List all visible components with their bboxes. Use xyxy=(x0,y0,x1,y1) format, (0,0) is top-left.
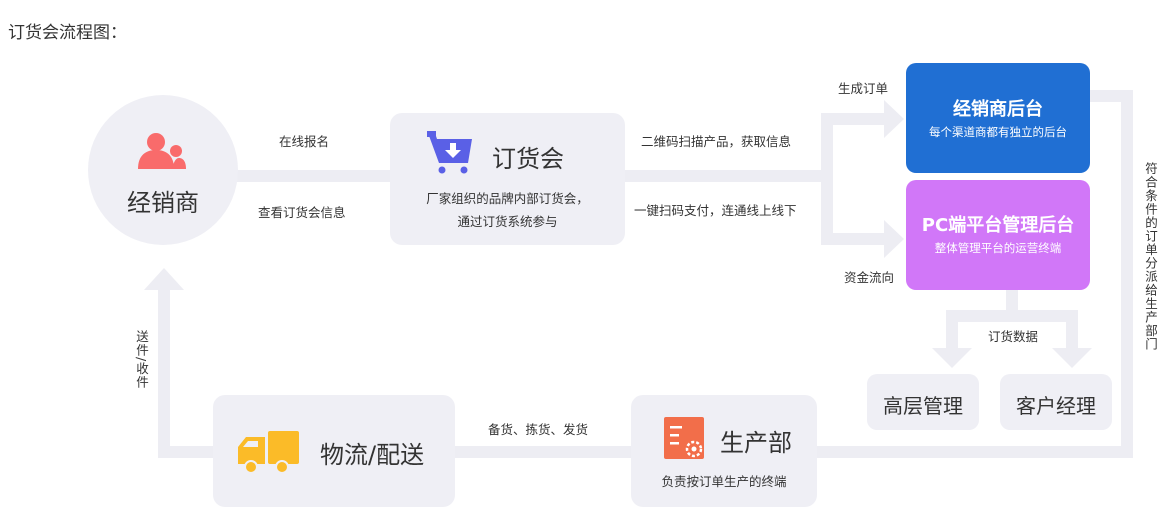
edge-label-online-signup: 在线报名 xyxy=(279,134,330,149)
node-senior-mgmt[interactable]: 高层管理 xyxy=(867,374,979,430)
node-production[interactable]: 生产部 负责按订单生产的终端 xyxy=(631,395,817,507)
node-production-label: 生产部 xyxy=(720,429,792,457)
node-logistics[interactable]: 物流/配送 xyxy=(213,395,455,507)
users-icon xyxy=(138,133,186,169)
connector-split-vertical xyxy=(821,113,833,245)
edge-label-send-receive: 送件/收件 xyxy=(134,330,149,390)
arrow-to-dealer xyxy=(144,268,184,290)
edge-label-order-data: 订货数据 xyxy=(988,329,1039,344)
edge-label-generate-order: 生成订单 xyxy=(838,81,889,96)
connector-bottom-branch xyxy=(821,233,886,245)
arrow-to-pc-backend xyxy=(884,220,904,258)
node-dealer-label: 经销商 xyxy=(127,189,199,217)
connector-orderfair-split xyxy=(620,170,825,182)
node-logistics-label: 物流/配送 xyxy=(320,441,425,469)
node-pc-backend-desc: 整体管理平台的运营终端 xyxy=(934,241,1062,255)
edge-label-view-info: 查看订货会信息 xyxy=(258,205,346,220)
connector-right-vertical xyxy=(1121,90,1133,458)
node-account-manager-label: 客户经理 xyxy=(1016,394,1096,418)
edge-label-fund-flow: 资金流向 xyxy=(844,270,895,285)
node-dealer-backend-label: 经销商后台 xyxy=(953,99,1043,120)
connector-top-branch xyxy=(821,113,886,125)
connector-data-split xyxy=(946,310,1078,322)
node-dealer-backend[interactable]: 经销商后台 每个渠道商都有独立的后台 xyxy=(906,63,1090,173)
edge-label-scan-pay: 一键扫码支付，连通线上线下 xyxy=(634,203,797,218)
truck-icon xyxy=(238,431,299,474)
arrow-to-senior-mgmt xyxy=(932,348,972,368)
node-order-fair-desc-2: 通过订货系统参与 xyxy=(457,214,558,229)
node-senior-mgmt-label: 高层管理 xyxy=(883,394,963,418)
node-dealer[interactable]: 经销商 xyxy=(88,95,238,245)
cart-download-icon xyxy=(427,131,472,174)
node-dealer-backend-desc: 每个渠道商都有独立的后台 xyxy=(929,125,1067,139)
node-order-fair-desc-1: 厂家组织的品牌内部订货会， xyxy=(426,191,589,206)
connector-data-right xyxy=(1066,310,1078,350)
edge-label-scan-product: 二维码扫描产品，获取信息 xyxy=(641,134,792,149)
node-production-desc: 负责按订单生产的终端 xyxy=(661,474,787,489)
connector-bottom-to-production xyxy=(810,446,1133,458)
connector-dealer-orderfair xyxy=(230,170,395,182)
connector-logistics-up xyxy=(158,288,170,458)
arrow-to-account-manager xyxy=(1052,348,1092,368)
connector-pc-down xyxy=(1006,288,1018,312)
connector-data-left xyxy=(946,310,958,350)
arrow-to-dealer-backend xyxy=(884,100,904,138)
connector-logistics-left xyxy=(158,446,218,458)
node-pc-backend-label: PC端平台管理后台 xyxy=(921,215,1075,236)
node-pc-backend[interactable]: PC端平台管理后台 整体管理平台的运营终端 xyxy=(906,180,1090,290)
page-title: 订货会流程图： xyxy=(8,23,127,43)
connector-production-logistics xyxy=(450,446,640,458)
node-order-fair[interactable]: 订货会 厂家组织的品牌内部订货会， 通过订货系统参与 xyxy=(390,113,625,245)
edge-label-dispatch: 符合条件的订单分派给生产部门 xyxy=(1143,162,1158,351)
node-account-manager[interactable]: 客户经理 xyxy=(1000,374,1112,430)
node-order-fair-label: 订货会 xyxy=(492,145,564,173)
production-settings-icon xyxy=(664,417,704,459)
edge-label-stock-ship: 备货、拣货、发货 xyxy=(488,422,589,437)
